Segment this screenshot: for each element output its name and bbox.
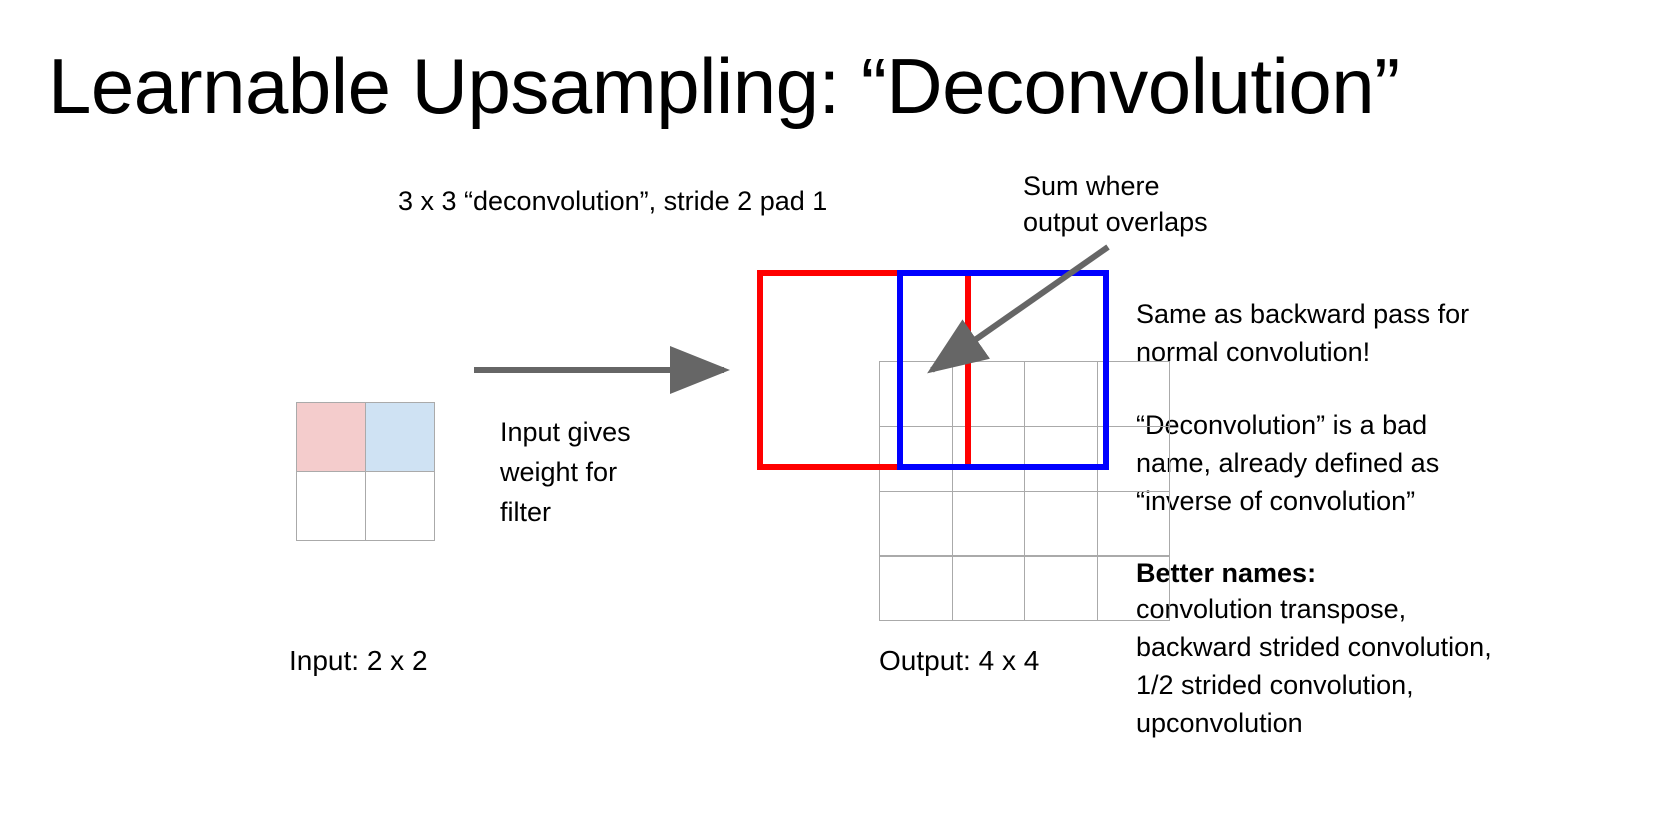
output-cell-r2c3 — [1096, 490, 1170, 557]
deconvolution-caption: 3 x 3 “deconvolution”, stride 2 pad 1 — [398, 186, 828, 216]
output-cell-r3c0 — [879, 555, 953, 621]
input-grid — [296, 402, 435, 541]
sum-where-overlaps-label: Sum where output overlaps — [1023, 171, 1208, 237]
output-cell-r2c0 — [879, 490, 953, 557]
better-names-list: convolution transpose, backward strided … — [1136, 594, 1492, 738]
input-cell-r1c1 — [365, 471, 435, 541]
output-cell-r2c1 — [951, 490, 1025, 557]
same-as-backward-pass-text: Same as backward pass for normal convolu… — [1136, 299, 1470, 367]
page-title: Learnable Upsampling: “Deconvolution” — [48, 42, 1400, 130]
input-cell-r0c1 — [365, 402, 435, 472]
blue-filter-box — [897, 270, 1109, 470]
output-grid-label: Output: 4 x 4 — [879, 645, 1040, 676]
input-cell-r1c0 — [296, 471, 366, 541]
input-cell-r0c0 — [296, 402, 366, 472]
input-gives-weight-label: Input gives weight for filter — [500, 417, 631, 527]
output-cell-r3c3 — [1096, 555, 1170, 621]
input-grid-label: Input: 2 x 2 — [289, 645, 428, 676]
output-cell-r3c2 — [1024, 555, 1098, 621]
output-cell-r2c2 — [1024, 490, 1098, 557]
better-names-heading: Better names: — [1136, 558, 1317, 588]
output-grid — [879, 361, 1170, 621]
output-cell-r3c1 — [951, 555, 1025, 621]
bad-name-text: “Deconvolution” is a bad name, already d… — [1136, 410, 1440, 516]
